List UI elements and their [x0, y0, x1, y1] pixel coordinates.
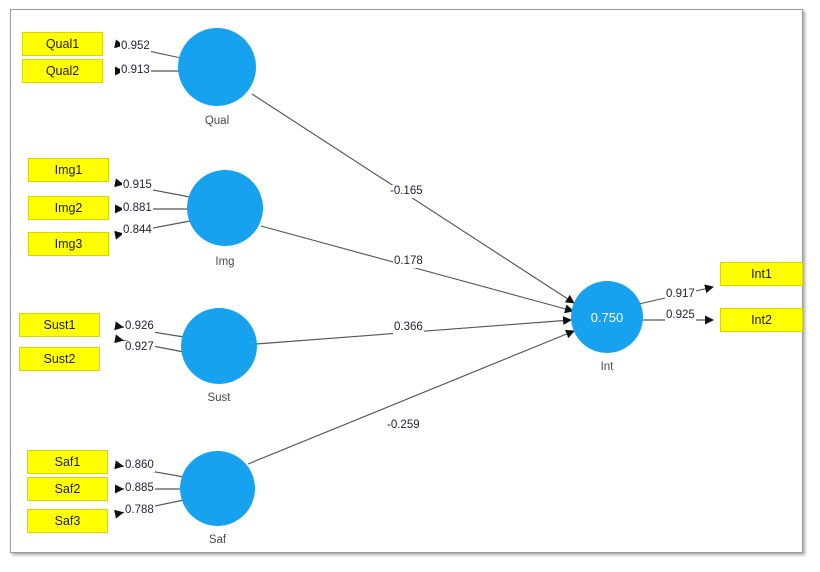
loading-saf3: 0.788 — [124, 504, 155, 517]
latent-qual-label: Qual — [204, 115, 230, 127]
loading-qual1: 0.952 — [120, 40, 151, 53]
indicator-img2[interactable]: Img2 — [28, 196, 109, 220]
latent-img-label: Img — [215, 256, 235, 268]
indicator-label: Int2 — [751, 313, 772, 327]
indicator-label: Sust1 — [43, 318, 76, 332]
r-squared-value: 0.750 — [590, 309, 624, 325]
loading-img2: 0.881 — [122, 202, 153, 215]
indicator-label: Qual2 — [45, 64, 80, 78]
indicator-label: Saf2 — [54, 482, 81, 496]
loading-img3: 0.844 — [122, 224, 153, 237]
path-coefficient-img-int: 0.178 — [393, 255, 424, 268]
indicator-label: Img2 — [54, 201, 83, 215]
latent-sust-label: Sust — [207, 392, 231, 404]
path-coefficient-saf-int: -0.259 — [386, 419, 421, 432]
indicator-label: Sust2 — [43, 352, 76, 366]
latent-sust[interactable] — [181, 308, 257, 384]
indicator-label: Saf1 — [54, 455, 81, 469]
latent-img[interactable] — [187, 170, 263, 246]
indicator-img1[interactable]: Img1 — [28, 158, 109, 182]
indicator-qual2[interactable]: Qual2 — [22, 59, 103, 83]
indicator-label: Qual1 — [45, 37, 80, 51]
indicator-saf1[interactable]: Saf1 — [27, 450, 108, 474]
latent-saf-label: Saf — [208, 534, 227, 546]
loading-sust2: 0.927 — [124, 341, 155, 354]
loading-int1: 0.917 — [665, 288, 696, 301]
path-coefficient-qual-int: -0.165 — [389, 185, 424, 198]
latent-saf[interactable] — [180, 451, 255, 526]
indicator-label: Img3 — [54, 237, 83, 251]
edge-saf-int — [247, 329, 575, 465]
loading-saf2: 0.885 — [124, 482, 155, 495]
indicator-int2[interactable]: Int2 — [720, 308, 803, 332]
indicator-saf2[interactable]: Saf2 — [27, 477, 108, 501]
path-coefficient-sust-int: 0.366 — [393, 321, 424, 334]
indicator-qual1[interactable]: Qual1 — [22, 32, 103, 56]
loading-saf1: 0.860 — [124, 459, 155, 472]
loading-qual2: 0.913 — [120, 64, 151, 77]
indicator-label: Saf3 — [54, 514, 81, 528]
latent-qual[interactable] — [178, 28, 256, 106]
latent-int-label: Int — [600, 361, 614, 373]
loading-int2: 0.925 — [665, 309, 696, 322]
indicator-label: Int1 — [751, 267, 772, 281]
indicator-img3[interactable]: Img3 — [28, 232, 109, 256]
loading-img1: 0.915 — [122, 179, 153, 192]
edge-img-int — [260, 225, 574, 314]
edge-qual-int — [251, 93, 575, 304]
indicator-sust2[interactable]: Sust2 — [19, 347, 100, 371]
loading-sust1: 0.926 — [124, 320, 155, 333]
indicator-label: Img1 — [54, 163, 83, 177]
indicator-saf3[interactable]: Saf3 — [27, 509, 108, 533]
indicator-int1[interactable]: Int1 — [720, 262, 803, 286]
latent-int[interactable]: 0.750 — [571, 281, 643, 353]
indicator-sust1[interactable]: Sust1 — [19, 313, 100, 337]
